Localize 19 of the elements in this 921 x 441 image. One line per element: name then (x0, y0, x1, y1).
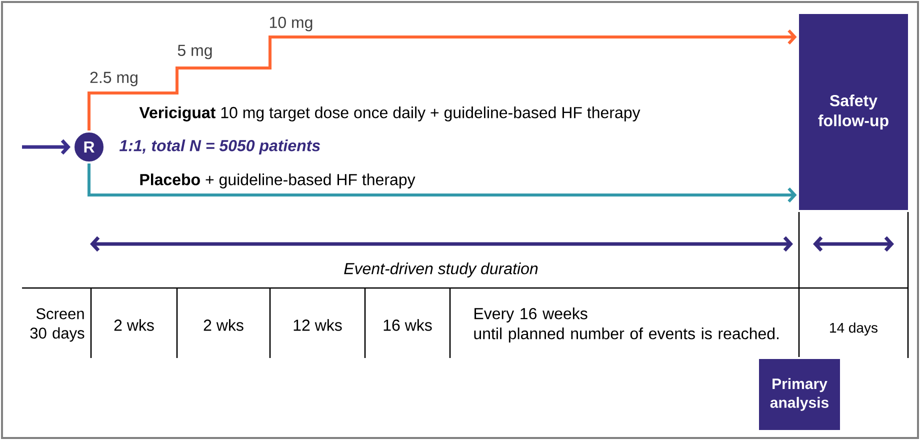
arm-arrow (88, 29, 797, 130)
ratio-label: 1:1, total N = 5050 patients (119, 140, 320, 154)
dose-label: 5 mg (178, 44, 212, 60)
duration-label: Event-driven study duration (344, 262, 538, 278)
dose-label: 10 mg (270, 16, 312, 32)
period-label: 12 wks (294, 319, 342, 331)
arrow (22, 139, 71, 155)
period-label: 2 wks (114, 319, 154, 331)
arm-label: Placebo + guideline-based HF therapy (140, 174, 416, 188)
arm-arrow (88, 164, 797, 203)
dose-label: 2.5 mg (90, 72, 138, 86)
period-label: 16 wks (384, 319, 432, 331)
phase-box: Safety follow-up (799, 14, 908, 210)
period-label: Every 16 weeks until planned number of events is reached. (474, 308, 778, 342)
period-label: 14 days (830, 322, 878, 336)
period-label: Screen 30 days (30, 308, 84, 342)
arm-label: Vericiguat 10 mg target dose once daily + guideline-based HF therapy (139, 106, 640, 122)
period-label: 2 wks (204, 319, 244, 331)
analysis-box: Primary analysis (759, 359, 840, 430)
